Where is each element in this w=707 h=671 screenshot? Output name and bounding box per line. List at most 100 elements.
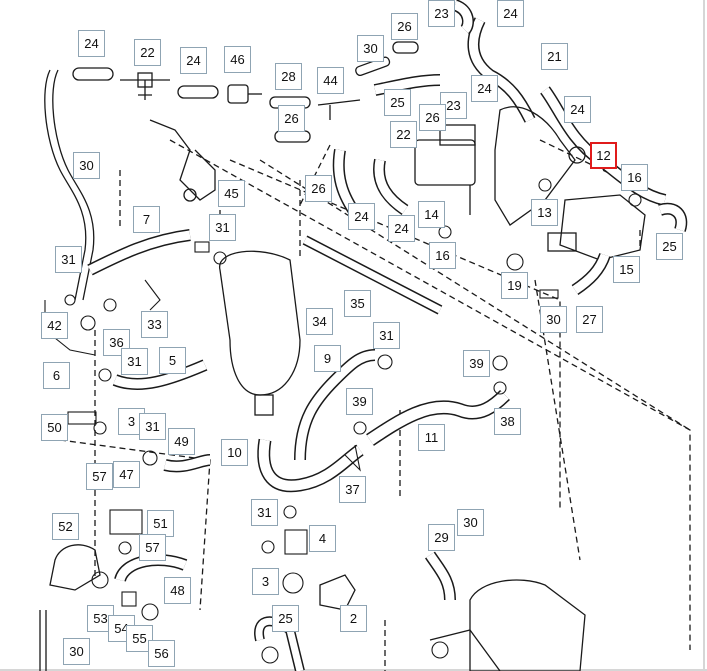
callout-16-right[interactable]: 16 xyxy=(621,164,648,191)
callout-24-top[interactable]: 24 xyxy=(497,0,524,27)
hose-7 xyxy=(87,229,191,276)
callout-48[interactable]: 48 xyxy=(164,577,191,604)
callout-11[interactable]: 11 xyxy=(418,424,445,451)
callout-24-left-top[interactable]: 24 xyxy=(78,30,105,57)
callout-31-center[interactable]: 31 xyxy=(373,322,400,349)
callout-25-top[interactable]: 25 xyxy=(384,89,411,116)
hose-29 xyxy=(425,551,456,601)
callout-28[interactable]: 28 xyxy=(275,63,302,90)
hose-49 xyxy=(163,454,211,473)
callout-57-top[interactable]: 57 xyxy=(86,463,113,490)
callout-51[interactable]: 51 xyxy=(147,510,174,537)
callout-22-mid[interactable]: 22 xyxy=(390,121,417,148)
callout-30-bottom-left[interactable]: 30 xyxy=(63,638,90,665)
callout-7[interactable]: 7 xyxy=(133,206,160,233)
callout-24-mid-left[interactable]: 24 xyxy=(348,203,375,230)
engine-cover-v6 xyxy=(429,579,586,671)
callout-55[interactable]: 55 xyxy=(126,625,153,652)
callout-30-left[interactable]: 30 xyxy=(73,152,100,179)
hose-10 xyxy=(257,438,364,493)
callout-25-right[interactable]: 25 xyxy=(656,233,683,260)
bracket-52 xyxy=(49,544,101,591)
callout-56[interactable]: 56 xyxy=(148,640,175,667)
callout-10[interactable]: 10 xyxy=(221,439,248,466)
connector-44 xyxy=(317,99,361,120)
reservoir-34 xyxy=(219,250,301,416)
callout-24-mid[interactable]: 24 xyxy=(388,215,415,242)
callout-36[interactable]: 36 xyxy=(103,329,130,356)
hose-48 xyxy=(114,554,188,583)
callout-45[interactable]: 45 xyxy=(218,180,245,207)
callout-6[interactable]: 6 xyxy=(43,362,70,389)
callout-27[interactable]: 27 xyxy=(576,306,603,333)
callout-12-highlighted[interactable]: 12 xyxy=(590,142,617,169)
callout-39-right[interactable]: 39 xyxy=(463,350,490,377)
right-border xyxy=(703,0,705,671)
pipe-35 xyxy=(302,235,443,315)
callout-24-mid-top[interactable]: 24 xyxy=(180,47,207,74)
hose-5 xyxy=(112,359,208,391)
callout-31-bottom[interactable]: 31 xyxy=(251,499,278,526)
callout-23-top[interactable]: 23 xyxy=(428,0,455,27)
callout-26-mid[interactable]: 26 xyxy=(278,105,305,132)
callout-33[interactable]: 33 xyxy=(141,311,168,338)
callout-31-left[interactable]: 31 xyxy=(55,246,82,273)
callout-30-top[interactable]: 30 xyxy=(357,35,384,62)
hose-24-curved-top xyxy=(452,0,536,123)
callout-31-mid-left[interactable]: 31 xyxy=(121,348,148,375)
callout-52[interactable]: 52 xyxy=(52,513,79,540)
hose-27 xyxy=(571,252,611,295)
callout-24-right-mid[interactable]: 24 xyxy=(471,75,498,102)
callout-37[interactable]: 37 xyxy=(339,476,366,503)
bottom-border xyxy=(0,669,707,671)
hose-25-right xyxy=(658,202,688,232)
callout-49[interactable]: 49 xyxy=(168,428,195,455)
callout-34[interactable]: 34 xyxy=(306,308,333,335)
callout-26-top[interactable]: 26 xyxy=(391,13,418,40)
callout-4[interactable]: 4 xyxy=(309,525,336,552)
callout-29[interactable]: 29 xyxy=(428,524,455,551)
bracket-13 xyxy=(494,106,586,226)
callout-35[interactable]: 35 xyxy=(344,290,371,317)
callout-44[interactable]: 44 xyxy=(317,67,344,94)
callout-2[interactable]: 2 xyxy=(340,605,367,632)
callout-21[interactable]: 21 xyxy=(541,43,568,70)
callout-14[interactable]: 14 xyxy=(418,201,445,228)
bracket-45 xyxy=(149,119,216,202)
callout-13[interactable]: 13 xyxy=(531,199,558,226)
callout-26-right[interactable]: 26 xyxy=(419,104,446,131)
callout-3[interactable]: 3 xyxy=(252,568,279,595)
callout-15[interactable]: 15 xyxy=(613,256,640,283)
solenoid-14 xyxy=(414,124,476,215)
callout-24-right-top[interactable]: 24 xyxy=(564,96,591,123)
callout-39-center[interactable]: 39 xyxy=(346,388,373,415)
pipe-30-top xyxy=(355,41,419,77)
callout-42[interactable]: 42 xyxy=(41,312,68,339)
callout-31-low[interactable]: 31 xyxy=(139,413,166,440)
callout-50[interactable]: 50 xyxy=(41,414,68,441)
callout-22-top[interactable]: 22 xyxy=(134,39,161,66)
callout-26-lower[interactable]: 26 xyxy=(305,175,332,202)
callout-16-mid[interactable]: 16 xyxy=(429,242,456,269)
callout-31-top-mid[interactable]: 31 xyxy=(209,214,236,241)
callout-19[interactable]: 19 xyxy=(501,272,528,299)
callout-57-bottom[interactable]: 57 xyxy=(139,534,166,561)
callout-46[interactable]: 46 xyxy=(224,46,251,73)
hose-9 xyxy=(294,349,376,461)
callout-9[interactable]: 9 xyxy=(314,345,341,372)
bracket-2 xyxy=(319,574,356,611)
callout-47[interactable]: 47 xyxy=(113,461,140,488)
callout-25-bottom[interactable]: 25 xyxy=(272,605,299,632)
callout-38[interactable]: 38 xyxy=(494,408,521,435)
valve-46 xyxy=(227,84,262,104)
hose-24-top-left xyxy=(72,67,219,99)
connector-22 xyxy=(120,72,170,100)
pipe-30-bottom-left xyxy=(39,610,47,671)
callout-5[interactable]: 5 xyxy=(159,347,186,374)
callout-30-bottom-right[interactable]: 30 xyxy=(457,509,484,536)
callout-30-right[interactable]: 30 xyxy=(540,306,567,333)
pipe-30-left xyxy=(44,69,95,301)
hose-11 xyxy=(366,389,510,446)
